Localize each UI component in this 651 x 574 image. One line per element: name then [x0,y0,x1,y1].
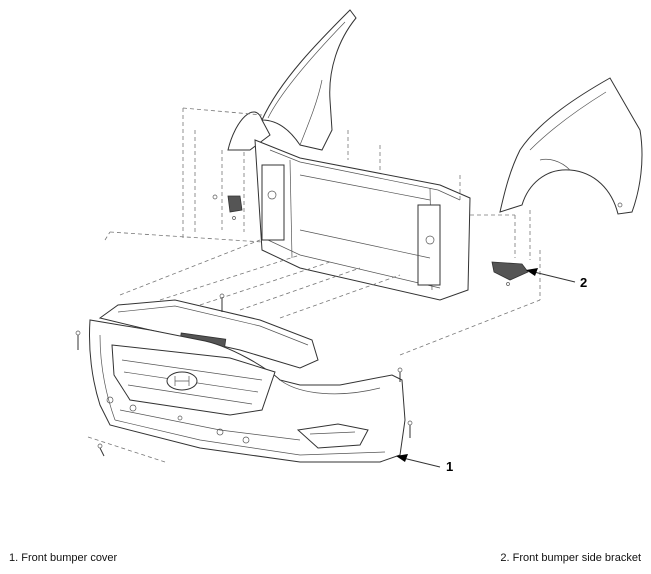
legend-front-bumper-cover: 1. Front bumper cover [9,552,118,564]
callout-number-1: 1 [446,459,454,474]
right-fender [499,77,643,215]
front-bumper-cover [89,319,406,463]
leader-arrow-1 [396,454,441,468]
left-fender [227,9,357,151]
assembly-guide-lines [87,107,541,463]
center-bracket-part [212,194,243,220]
leader-arrow-2 [526,268,576,283]
legend-front-bumper-side-bracket: 2. Front bumper side bracket [500,552,641,564]
front-bumper-side-bracket [491,261,529,286]
fasteners [75,293,413,457]
callout-number-2: 2 [580,275,588,290]
